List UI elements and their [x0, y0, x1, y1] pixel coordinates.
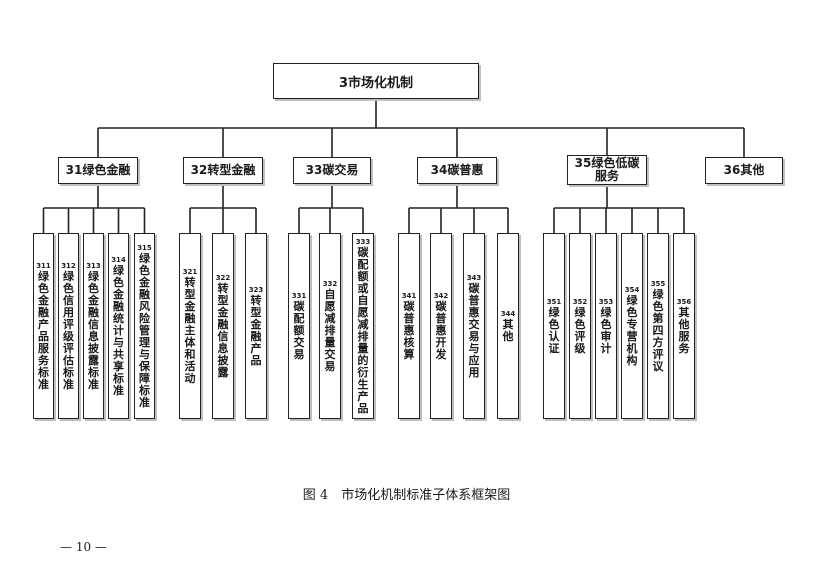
leaf-code: 315	[137, 243, 152, 252]
root-node: 3市场化机制	[273, 63, 479, 99]
leaf-code: 354	[624, 285, 640, 294]
root-label: 3市场化机制	[338, 75, 414, 91]
category-node-carbon-inclusion: 34碳普惠	[417, 157, 497, 184]
category-label: 32转型金融	[190, 163, 256, 177]
leaf-code: 352	[572, 297, 588, 306]
figure-caption: 图 4 市场化机制标准子体系框架图	[302, 488, 511, 503]
leaf-text: 碳 普 惠 交 易 与 应 用	[468, 281, 480, 379]
leaf-text: 自 愿 减 排 量 交 易	[324, 287, 336, 373]
leaf-text: 转 型 金 融 产 品	[250, 293, 262, 367]
leaf-text: 绿 色 金 融 统 计 与 共 享 标 准	[113, 263, 124, 397]
leaf-text: 碳 普 惠 开 发	[435, 299, 447, 361]
leaf-code: 344	[500, 309, 516, 318]
category-node-carbon-trading: 33碳交易	[293, 157, 371, 184]
leaf-code: 311	[36, 261, 51, 270]
category-label: 33碳交易	[305, 163, 359, 177]
category-node-green-services: 35绿色低碳 服务	[567, 155, 647, 185]
leaf-text: 碳 普 惠 核 算	[403, 299, 415, 361]
category-node-other: 36其他	[705, 157, 783, 184]
leaf-code: 351	[546, 297, 562, 306]
leaf-text: 绿 色 金 融 产 品 服 务 标 准	[38, 269, 49, 391]
category-label: 36其他	[723, 163, 765, 177]
connector-lines	[42, 99, 745, 233]
leaf-text: 绿 色 评 级	[574, 305, 586, 355]
leaf-text: 其 他	[502, 317, 514, 343]
leaf-text: 转 型 金 融 信 息 披 露	[217, 281, 229, 379]
leaf-code: 355	[650, 279, 666, 288]
category-label: 34碳普惠	[430, 163, 484, 177]
leaf-code: 323	[248, 285, 264, 294]
leaf-text: 其 他 服 务	[678, 305, 690, 355]
leaf-text: 碳 配 额 或 自 愿 减 排 量 的 衍 生 产 品	[357, 245, 369, 415]
leaf-code: 343	[466, 273, 482, 282]
leaf-text: 绿 色 专 营 机 构	[626, 293, 638, 367]
leaf-text: 绿 色 认 证	[548, 305, 560, 355]
leaf-code: 313	[86, 261, 101, 270]
leaf-code: 353	[598, 297, 614, 306]
category-label: 35绿色低碳 服务	[574, 156, 640, 183]
leaf-code: 322	[215, 273, 231, 282]
leaf-code: 321	[182, 267, 198, 276]
page-number: — 10 —	[60, 540, 107, 554]
category-node-green-finance: 31绿色金融	[58, 157, 138, 184]
category-label: 31绿色金融	[65, 163, 131, 177]
leaf-text: 绿 色 审 计	[600, 305, 612, 355]
framework-diagram: 3市场化机制 31绿色金融 32转型金融 33碳交易 34碳普惠 35绿色低碳 …	[33, 63, 783, 419]
leaf-code: 332	[322, 279, 338, 288]
leaf-code: 331	[291, 291, 307, 300]
leaf-text: 绿 色 第 四 方 评 议	[652, 287, 664, 373]
leaf-code: 314	[111, 255, 126, 264]
category-node-transition-finance: 32转型金融	[183, 157, 263, 184]
leaf-code: 312	[61, 261, 76, 270]
leaf-code: 341	[401, 291, 417, 300]
leaf-text: 碳 配 额 交 易	[293, 299, 305, 361]
leaf-code: 356	[676, 297, 692, 306]
leaf-text: 转 型 金 融 主 体 和 活 动	[184, 275, 196, 385]
leaf-text: 绿 色 信 用 评 级 评 估 标 准	[63, 269, 74, 391]
leaf-text: 绿 色 金 融 风 险 管 理 与 保 障 标 准	[139, 251, 150, 409]
leaf-text: 绿 色 金 融 信 息 披 露 标 准	[88, 269, 99, 391]
leaf-code: 333	[355, 237, 371, 246]
leaf-code: 342	[433, 291, 449, 300]
